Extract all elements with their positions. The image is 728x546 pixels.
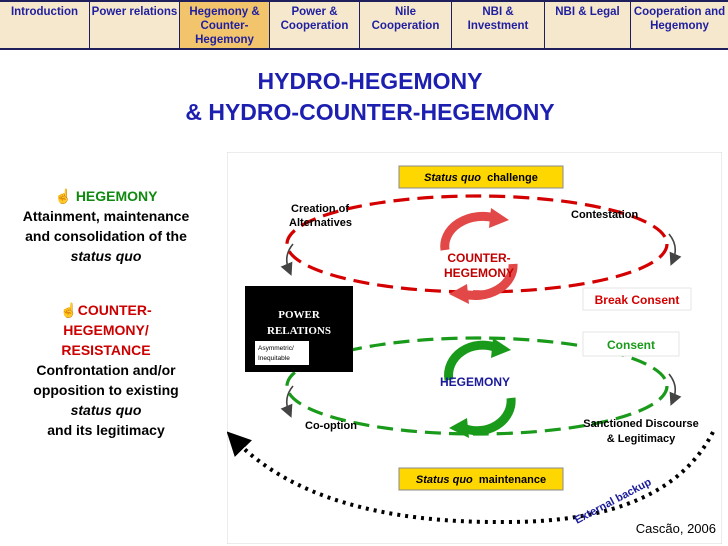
hegemony-text: Attainment, maintenance and consolidatio… xyxy=(22,208,190,244)
curved-arrow-icon xyxy=(280,385,294,418)
page-title: HYDRO-HEGEMONY & HYDRO-COUNTER-HEGEMONY xyxy=(0,66,728,128)
tab-hegemony-counter-hegemony[interactable]: Hegemony & Counter-Hegemony xyxy=(180,2,270,48)
hegemony-status-quo: status quo xyxy=(70,248,142,264)
pointing-up-hand-icon: ☝ xyxy=(60,302,78,318)
credit-label: Cascão, 2006 xyxy=(635,521,716,536)
tab-label: Nile Cooperation xyxy=(371,6,440,32)
tab-label: Introduction xyxy=(10,6,79,18)
counter-text-2: status quo xyxy=(22,400,190,420)
top-nav: Introduction Power relations Hegemony & … xyxy=(0,0,728,50)
tab-label: Power relations xyxy=(91,6,178,18)
sanctioned-discourse-label-2: & Legitimacy xyxy=(607,433,676,445)
title-line-2: & HYDRO-COUNTER-HEGEMONY xyxy=(185,99,555,125)
hegemony-definition: ☝ HEGEMONY Attainment, maintenance and c… xyxy=(22,186,190,266)
creation-of-alternatives-label-2: Alternatives xyxy=(289,217,352,229)
tab-power-relations[interactable]: Power relations xyxy=(90,2,180,48)
break-consent-label: Break Consent xyxy=(595,293,680,307)
hegemony-heading: HEGEMONY xyxy=(75,188,158,204)
curved-arrow-icon xyxy=(668,373,682,406)
tab-introduction[interactable]: Introduction xyxy=(0,2,90,48)
red-circular-arrows-icon xyxy=(440,208,518,304)
status-quo-maintenance-em: Status quo xyxy=(416,474,473,486)
tab-label: Hegemony & Counter-Hegemony xyxy=(189,6,260,46)
break-consent-box: Break Consent xyxy=(582,287,692,311)
counter-status-quo: status quo xyxy=(70,402,142,418)
tab-label: Power & Cooperation xyxy=(280,6,349,32)
external-backup-arrow xyxy=(227,431,715,525)
status-quo-challenge-rest: challenge xyxy=(487,172,538,184)
status-quo-challenge-box: Status quo challenge xyxy=(398,165,564,189)
tab-label: Cooperation and Hegemony xyxy=(633,6,726,32)
status-quo-challenge-em: Status quo xyxy=(424,172,481,184)
tab-label: NBI & Legal xyxy=(555,6,620,18)
counter-text: Confrontation and/or opposition to exist… xyxy=(33,362,179,398)
curved-arrow-icon xyxy=(668,233,682,266)
creation-of-alternatives-label: Creation of xyxy=(291,203,349,215)
status-quo-maintenance-rest: maintenance xyxy=(479,474,546,486)
power-relations-box: POWER RELATIONS Asymmetric/ Inequitable xyxy=(245,286,353,372)
status-quo-maintenance-box: Status quo maintenance xyxy=(398,467,564,491)
tab-nbi-investment[interactable]: NBI & Investment xyxy=(452,2,545,48)
svg-text:Status quo challenge: Status quo challenge xyxy=(424,172,538,184)
title-line-1: HYDRO-HEGEMONY xyxy=(257,68,483,94)
curved-arrow-icon xyxy=(280,243,294,276)
tab-nbi-legal[interactable]: NBI & Legal xyxy=(545,2,631,48)
tab-nile-cooperation[interactable]: Nile Cooperation xyxy=(360,2,452,48)
power-relations-sub-1: Asymmetric/ xyxy=(258,345,294,352)
contestation-label: Contestation xyxy=(571,209,639,221)
hegemony-cycle-diagram: Status quo challenge COUNTER- HEGEMONY H… xyxy=(227,152,722,544)
definitions-panel: ☝ HEGEMONY Attainment, maintenance and c… xyxy=(22,186,190,440)
svg-text:Status quo maintenance: Status quo maintenance xyxy=(416,474,546,486)
counter-hegemony-heading: COUNTER-HEGEMONY/ RESISTANCE xyxy=(61,302,152,358)
power-relations-sub-2: Inequitable xyxy=(258,355,290,362)
power-relations-line-2: RELATIONS xyxy=(267,325,331,337)
counter-hegemony-label-1: COUNTER- xyxy=(447,251,510,265)
pointing-up-hand-icon: ☝ xyxy=(54,188,72,204)
sanctioned-discourse-label: Sanctioned Discourse xyxy=(583,418,699,430)
green-circular-arrows-icon xyxy=(444,338,516,438)
tab-label: NBI & Investment xyxy=(467,6,529,32)
co-option-label: Co-option xyxy=(305,420,357,432)
consent-label: Consent xyxy=(607,338,655,352)
tab-cooperation-hegemony[interactable]: Cooperation and Hegemony xyxy=(631,2,728,48)
counter-hegemony-definition: ☝COUNTER-HEGEMONY/ RESISTANCE Confrontat… xyxy=(22,300,190,440)
counter-hegemony-label-2: HEGEMONY xyxy=(444,266,514,280)
tab-power-cooperation[interactable]: Power & Cooperation xyxy=(270,2,360,48)
consent-box: Consent xyxy=(582,331,680,357)
counter-text-3: and its legitimacy xyxy=(47,422,165,438)
power-relations-line-1: POWER xyxy=(278,309,321,321)
hegemony-label: HEGEMONY xyxy=(440,375,510,389)
